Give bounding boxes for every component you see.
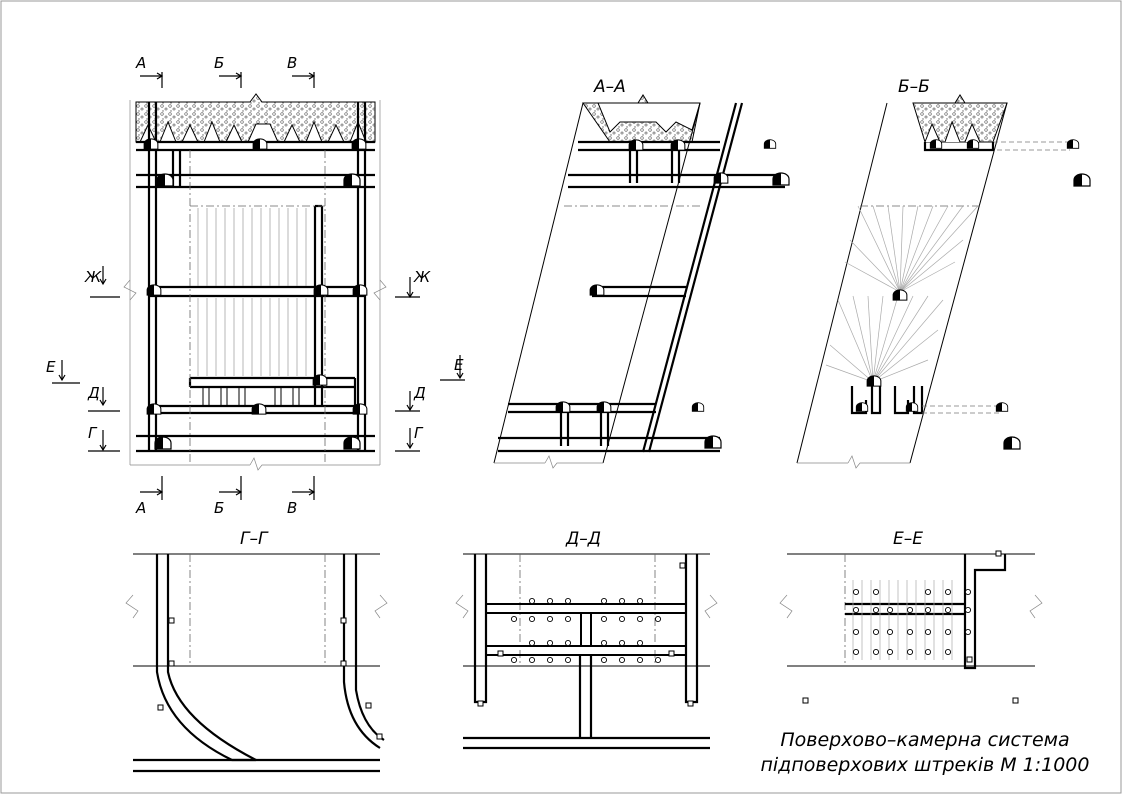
caption-line-1: Поверхово–камерна система [780, 729, 1069, 751]
cut-label-a-bottom: А [135, 499, 146, 517]
cut-label-ye-right: Е [454, 356, 464, 374]
cut-label-v-bottom: В [287, 499, 297, 517]
drill-crosscuts [202, 387, 300, 406]
drift-symbols [143, 138, 368, 450]
dd-blast-holes [510, 597, 662, 664]
section-bb-title: Б–Б [898, 77, 930, 97]
main-plan-view: А Б В А Б В Ж Ж Е Е Д Д Г Г [46, 54, 465, 517]
cut-label-zh-left: Ж [84, 268, 102, 286]
cut-label-b-bottom: Б [214, 499, 224, 517]
level-lines [136, 140, 375, 453]
cut-label-v-top: В [287, 54, 297, 72]
cut-label-g-right: Г [414, 424, 424, 442]
section-dd-title: Д–Д [565, 529, 601, 549]
section-gg-title: Г–Г [240, 529, 269, 549]
section-gg: Г–Г [125, 529, 388, 773]
section-dd: Д–Д [455, 529, 718, 750]
ore-cone-row [139, 120, 367, 143]
cut-label-zh-right: Ж [413, 268, 431, 286]
blast-holes-lower [197, 298, 307, 376]
section-cut-markers [52, 72, 465, 500]
drawing-caption: Поверхово–камерна система підповерхових … [760, 729, 1089, 776]
cut-label-g-left: Г [88, 424, 98, 442]
ee-blast-holes [852, 588, 972, 656]
blast-fan-upper [844, 205, 979, 293]
section-ee: Е–Е [779, 529, 1043, 704]
blast-fan-lower [825, 295, 944, 383]
section-bb: Б–Б [796, 77, 1091, 469]
cut-label-d-right: Д [413, 384, 426, 402]
cut-label-b-top: Б [214, 54, 224, 72]
caption-line-2: підповерхових штреків М 1:1000 [760, 754, 1089, 776]
ee-blast-holes-vertical [852, 580, 953, 660]
section-aa-title: А–А [593, 77, 626, 97]
section-aa: А–А [493, 77, 790, 469]
raises [147, 102, 367, 451]
cut-label-ye-left: Е [46, 358, 56, 376]
section-ee-title: Е–Е [893, 529, 923, 549]
cut-label-a-top: А [135, 54, 146, 72]
cut-label-d-left: Д [87, 384, 100, 402]
blast-holes-upper [197, 208, 307, 286]
